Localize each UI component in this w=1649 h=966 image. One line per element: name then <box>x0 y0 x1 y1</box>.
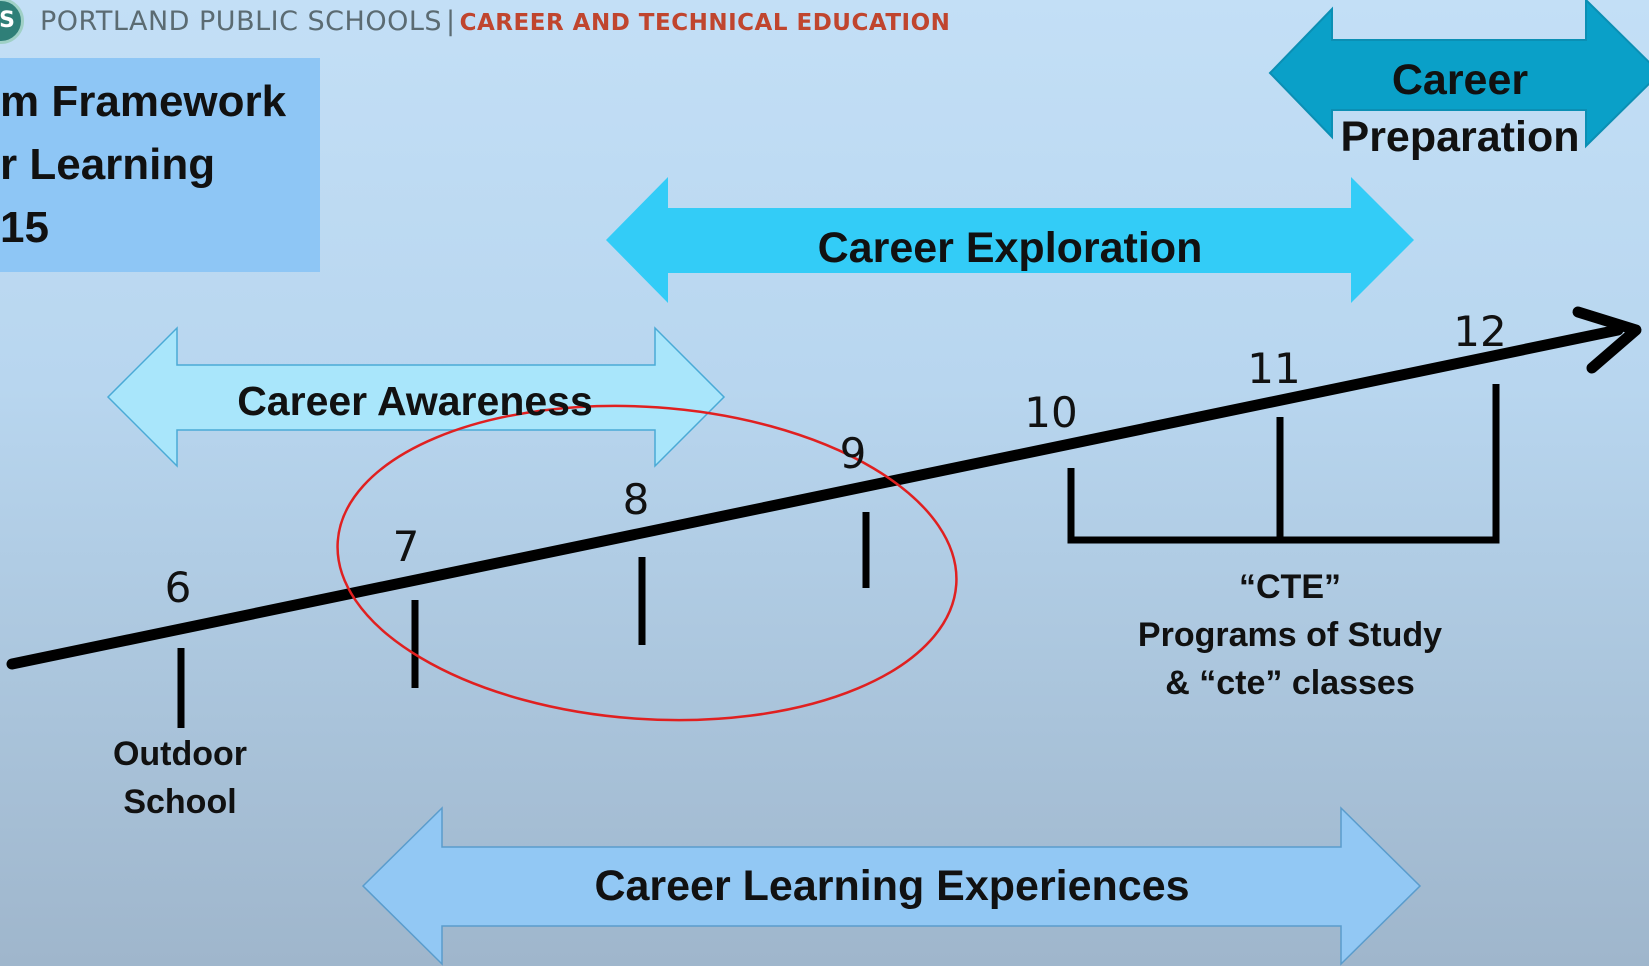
grade-7: 7 <box>392 522 420 571</box>
career-exploration-arrow <box>606 177 1414 303</box>
career-learning-experiences-label: Career Learning Experiences <box>594 862 1190 910</box>
career-preparation-line-2: Preparation <box>1340 113 1580 161</box>
career-preparation-line-1: Career <box>1391 56 1529 104</box>
highlight-ellipse <box>336 404 958 722</box>
title-box: m Framework r Learning 15 <box>0 58 320 272</box>
grade-9: 9 <box>839 429 867 478</box>
header-separator: | <box>446 6 456 37</box>
career-exploration-label: Career Exploration <box>817 224 1203 272</box>
header-organization: PORTLAND PUBLIC SCHOOLS <box>40 6 443 37</box>
career-preparation-arrow <box>1268 0 1649 149</box>
cte-programs-line-3: & “cte” classes <box>1165 664 1415 702</box>
career-preparation-label: Career Preparation <box>1318 52 1602 166</box>
outdoor-school-line-2: School <box>123 783 237 821</box>
timeline-arrowhead <box>1572 306 1642 374</box>
career-awareness-arrow <box>106 326 726 468</box>
header-bar: PORTLAND PUBLIC SCHOOLS|CAREER AND TECHN… <box>40 6 950 37</box>
grade-8: 8 <box>622 475 650 524</box>
grade-11: 11 <box>1247 344 1301 393</box>
cte-programs-label: “CTE” Programs of Study & “cte” classes <box>1100 563 1480 707</box>
grade-12: 12 <box>1453 307 1507 356</box>
cte-programs-line-1: “CTE” <box>1239 568 1341 606</box>
cte-programs-line-2: Programs of Study <box>1137 616 1443 654</box>
grade-6: 6 <box>164 563 192 612</box>
timeline-line <box>6 324 1624 670</box>
career-awareness-label: Career Awareness <box>237 378 593 424</box>
grade-10: 10 <box>1024 388 1078 437</box>
outdoor-school-line-1: Outdoor <box>112 735 248 773</box>
title-line-3: 15 <box>0 203 49 252</box>
career-learning-experiences-arrow <box>361 806 1422 966</box>
title-line-2: r Learning <box>0 140 216 189</box>
outdoor-school-label: Outdoor School <box>80 730 280 826</box>
title-line-1: m Framework <box>0 77 287 126</box>
header-department: CAREER AND TECHNICAL EDUCATION <box>459 10 951 36</box>
